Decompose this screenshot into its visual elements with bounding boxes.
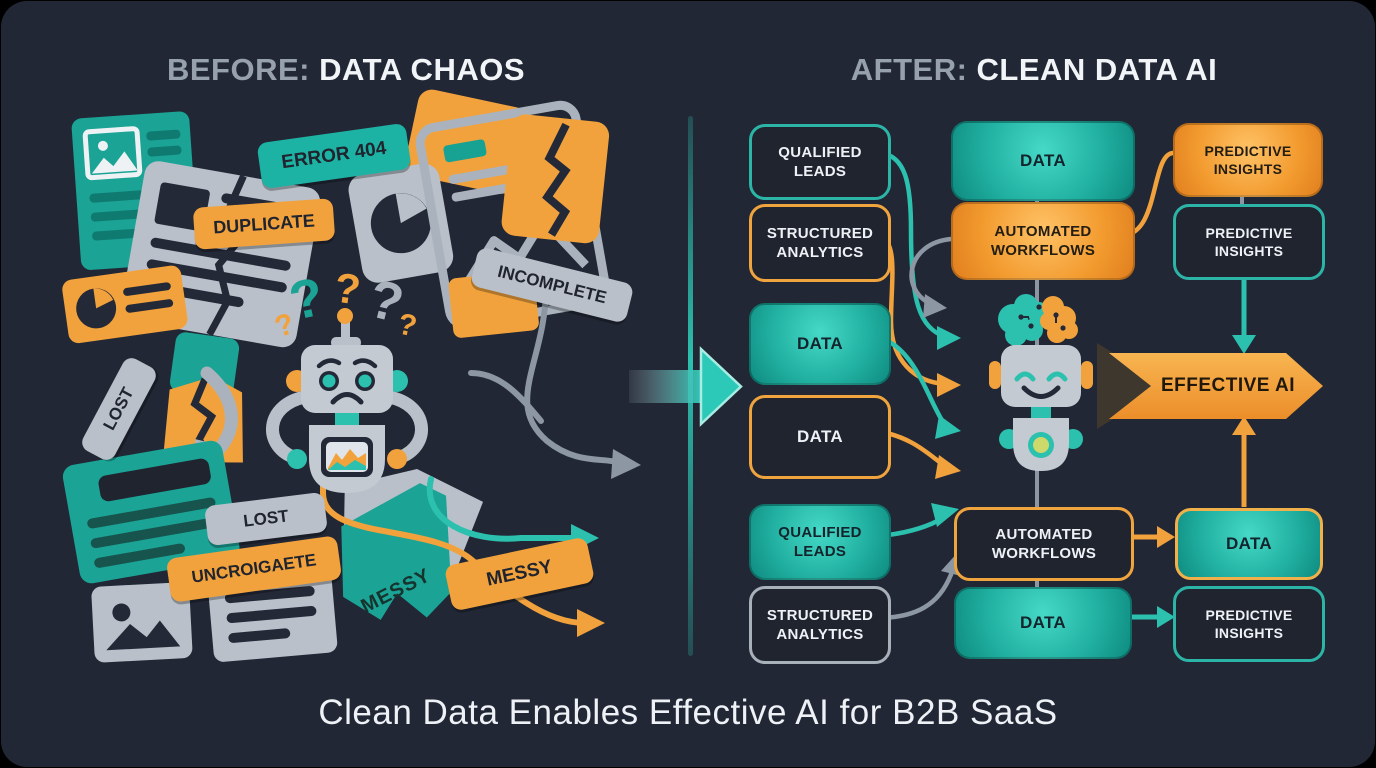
banner-arrows	[1120, 269, 1256, 628]
before-label: BEFORE:	[166, 52, 310, 87]
banner-shadow	[1097, 343, 1166, 429]
teal-note-icon	[62, 440, 240, 584]
image-placeholder-icon	[91, 582, 193, 663]
after-title: AFTER: CLEAN DATA AI	[850, 52, 1218, 87]
flow-node: STRUCTURED ANALYTICS	[749, 204, 891, 282]
tangled-wires-icon	[320, 284, 641, 637]
flow-node: AUTOMATED WORKFLOWS	[954, 507, 1134, 581]
effective-ai-label: EFFECTIVE AI	[1160, 375, 1296, 396]
cracked-square-icon	[501, 114, 610, 244]
before-title: BEFORE: DATA CHAOS	[166, 52, 526, 87]
flow-node: PREDICTIVE INSIGHTS	[1173, 586, 1325, 662]
flow-node: QUALIFIED LEADS	[749, 504, 891, 580]
flow-node: DATA	[749, 395, 891, 479]
flow-node: DATA	[1175, 508, 1323, 580]
stat-card-icon	[62, 265, 188, 344]
flow-node: PREDICTIVE INSIGHTS	[1173, 204, 1325, 280]
flow-node: QUALIFIED LEADS	[749, 124, 891, 200]
teal-torn-paper-icon	[341, 483, 452, 620]
flow-node: AUTOMATED WORKFLOWS	[951, 202, 1135, 280]
flow-node: STRUCTURED ANALYTICS	[749, 586, 891, 664]
flow-node: DATA	[954, 587, 1132, 659]
happy-robot-icon	[989, 294, 1093, 471]
caption: Clean Data Enables Effective AI for B2B …	[318, 693, 1058, 732]
flow-node: DATA	[749, 303, 891, 385]
after-label: AFTER:	[850, 52, 968, 87]
flow-node: PREDICTIVE INSIGHTS	[1173, 123, 1323, 197]
divider-arrow-icon	[629, 346, 743, 427]
effective-ai-banner	[1109, 353, 1323, 419]
flow-node: DATA	[951, 121, 1135, 201]
circuit-brain-icon	[998, 294, 1078, 346]
